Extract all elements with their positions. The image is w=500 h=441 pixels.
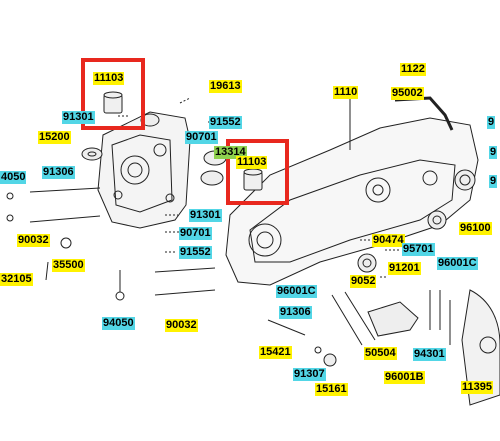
part-label-90474: 90474 (372, 234, 405, 247)
part-label-13314: 13314 (214, 146, 247, 159)
part-label-11103: 11103 (93, 72, 125, 85)
part-label-95002: 95002 (391, 87, 424, 100)
part-label-90032: 90032 (17, 234, 50, 247)
part-label-9052: 9052 (350, 275, 377, 288)
part-label-15200: 15200 (38, 131, 71, 144)
part-label-91552-second: 91552 (179, 246, 212, 259)
part-label-4050: 4050 (0, 171, 27, 184)
part-label-94050: 94050 (102, 317, 135, 330)
part-label-91306-second: 91306 (279, 306, 312, 319)
part-label-91552: 91552 (209, 116, 242, 129)
part-label-11103-second: 11103 (236, 156, 268, 169)
part-label-91201: 91201 (388, 262, 421, 275)
part-label-32105: 32105 (0, 273, 33, 286)
part-label-91301: 91301 (62, 111, 95, 124)
part-label-9-edge: 9 (487, 116, 496, 129)
part-label-91301-second: 91301 (189, 209, 222, 222)
part-label-15161: 15161 (315, 383, 348, 396)
part-label-1110: 1110 (333, 86, 359, 99)
part-label-9-right-lower: 9 (489, 175, 498, 188)
part-label-9-right-upper: 9 (489, 146, 498, 159)
part-label-91307: 91307 (293, 368, 326, 381)
part-label-35500: 35500 (52, 259, 85, 272)
part-label-19613: 19613 (209, 80, 242, 93)
part-label-96100: 96100 (459, 222, 492, 235)
part-label-95701: 95701 (402, 243, 435, 256)
part-label-90032-second: 90032 (165, 319, 198, 332)
part-label-15421: 15421 (259, 346, 292, 359)
part-label-96001B: 96001B (384, 371, 425, 384)
part-label-94301: 94301 (413, 348, 446, 361)
part-label-96001C-second: 96001C (276, 285, 317, 298)
part-label-1122: 1122 (400, 63, 426, 76)
part-label-90701: 90701 (185, 131, 218, 144)
part-label-90701-second: 90701 (179, 227, 212, 240)
part-label-96001C: 96001C (437, 257, 478, 270)
part-label-50504: 50504 (364, 347, 397, 360)
part-label-11395: 11395 (461, 381, 493, 394)
part-label-91306: 91306 (42, 166, 75, 179)
